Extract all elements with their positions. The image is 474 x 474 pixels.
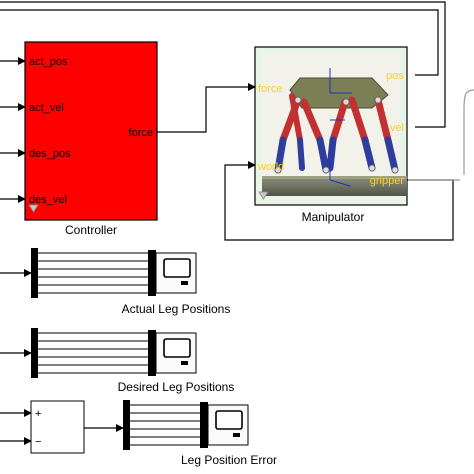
demux-block[interactable] [31,328,38,378]
manipulator-port-vel: vel [390,122,404,134]
scope-label-error: Leg Position Error [181,453,277,467]
scope-label-actual: Actual Leg Positions [122,302,231,316]
block-corner-icon [258,191,269,200]
scope-label-desired: Desired Leg Positions [118,380,235,394]
sum-sign-plus: + [35,408,41,420]
scope-group-actual: Actual Leg Positions [0,248,230,316]
demux-output-lines [38,252,156,294]
controller-block-name: Controller [65,223,117,237]
manipulator-port-gripper: gripper [370,175,405,187]
manipulator-port-world: world [257,161,284,173]
scope-group-error: + − Leg Position Error [0,400,277,467]
manipulator-block-name: Manipulator [302,210,365,224]
demux-block[interactable] [123,400,130,450]
demux-output-lines [38,332,156,374]
robot-image [262,52,407,200]
scope-block[interactable] [155,332,197,374]
scope-group-desired: Desired Leg Positions [0,328,234,394]
controller-port-force: force [129,127,153,139]
manipulator-port-force: force [258,83,282,95]
controller-block[interactable]: act_pos act_vel des_pos des_vel force [24,41,158,221]
controller-port-des-pos: des_pos [29,148,71,160]
controller-port-act-vel: act_vel [29,102,64,114]
feedback-lines [0,1,474,241]
demux-output-lines [130,404,208,446]
scope-block[interactable] [155,252,197,294]
controller-port-act-pos: act_pos [29,56,68,68]
sum-block[interactable]: + − [30,400,85,454]
manipulator-block[interactable]: force world pos vel gripper [254,46,408,206]
force-signal-line [157,83,256,133]
controller-port-des-vel: des_vel [29,194,67,206]
scope-block[interactable] [207,404,249,446]
manipulator-port-pos: pos [386,70,404,82]
controller-input-lines [0,57,26,203]
block-corner-icon [28,204,39,213]
demux-block[interactable] [31,248,38,298]
sum-sign-minus: − [35,436,41,448]
